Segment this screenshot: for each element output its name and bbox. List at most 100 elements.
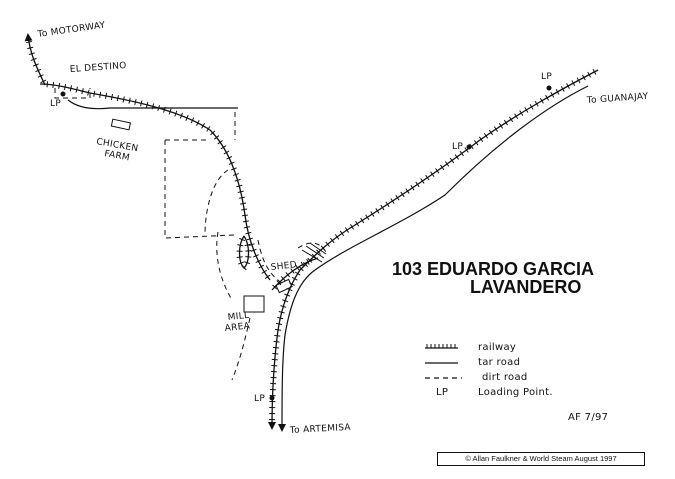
dirt-road-el-destino [54,88,91,99]
railway-tick [539,97,544,104]
loading-point-el-destino [60,91,66,97]
railway-tick [272,346,279,349]
legend-lp-abbrev: LP [436,387,448,398]
mill-building [243,295,265,313]
label-area: AREA [224,321,251,334]
label-lp-guanajay-1: LP [541,72,552,82]
railway-tick [261,269,268,274]
railway-tick [234,178,241,182]
railway-tick [32,63,39,67]
railway-tick [519,110,524,116]
railway-tick [237,190,244,194]
railway-tick [282,299,289,303]
railway-tick [248,243,255,247]
railway-tick [28,52,35,56]
railway-tick [213,135,220,140]
railway-tick [300,261,305,268]
tar-roads [67,85,589,432]
label-lp-el-destino: LP [50,99,61,109]
railway-tick [550,91,555,98]
railway-tick [238,196,246,199]
legend-loading-point-label: Loading Point. [478,387,553,398]
railway-tick [87,89,90,96]
railway-tick [264,274,271,279]
railway-tick [276,280,282,286]
railway-tick [69,85,73,92]
shed-building [275,278,293,294]
loading-point-guanajay-2 [466,144,472,150]
railway-tick [514,113,519,119]
railway-motorway-spur [24,33,46,86]
railway-tick [228,161,235,165]
railway-tick [365,214,370,221]
railway-tick [244,261,251,265]
railway-tick [493,126,499,132]
railway-tick [157,105,160,112]
railway-tick [509,116,514,123]
railway-tick [566,83,570,89]
label-mill: MILL [227,311,250,323]
railway-tick [179,112,183,119]
railway-tick [576,77,581,84]
railway-tick [524,107,529,113]
railway-tick [483,133,489,139]
railway-tick [355,220,360,227]
railway-tick [280,305,287,308]
railway-tick [242,214,249,217]
railway-tick [425,174,430,181]
railway-tick [242,220,249,223]
railway-tick [116,95,119,102]
railway-tick [375,208,380,214]
railway-tick [350,224,355,230]
legend-railway-ticks [426,344,456,348]
railway-tick [226,156,233,160]
railway-tick [415,181,420,188]
railway-main-line [268,69,599,430]
railway-tick [30,57,37,61]
legend-dirt-road-label: dirt road [482,372,528,383]
railway-tick [474,140,479,146]
copyright-notice: © Allan Faulkner & World Steam August 19… [437,452,645,466]
railway-tick [284,293,291,297]
railway-tick [238,261,245,265]
railway-tick [37,74,44,78]
railway-tick [140,100,143,107]
railway-tick [330,237,335,244]
railway-tick [210,130,216,136]
railway-tick [316,249,321,255]
railway-tick [592,68,597,75]
railway-tick [444,161,450,167]
railway-tick [277,316,284,320]
tar-road-guanajay [278,85,589,432]
railway-tick [360,217,365,224]
railway-tick [253,254,259,258]
railway-tick [582,74,586,81]
map-title-line1: 103 EDUARDO GARCIA [392,259,595,279]
railway-tick [325,241,330,247]
railway-tick [237,244,244,247]
railway-tick [151,103,155,110]
railway-tick [168,108,172,115]
railway-tick [571,80,576,87]
railway-tick [303,262,308,267]
railway-tick [285,272,291,278]
railway-tick [201,122,206,129]
railway-tick [430,171,435,177]
railway-tick [174,110,178,117]
railway-tick [478,136,484,143]
railway-tick [545,94,550,101]
railway-tick [110,93,114,101]
label-to-motorway: To MOTORWAY [36,21,106,41]
railway-ticks [25,41,597,421]
railway-tick [274,328,282,331]
railway-tick [395,194,400,201]
railway-tick [534,100,539,107]
railway-tick [272,284,278,290]
railway-tick [58,82,61,89]
dirt-road-west [164,140,236,239]
railway-tick [400,191,405,198]
railway-tick [40,79,47,84]
railway-tick [250,248,257,252]
railway-tick [230,167,237,171]
